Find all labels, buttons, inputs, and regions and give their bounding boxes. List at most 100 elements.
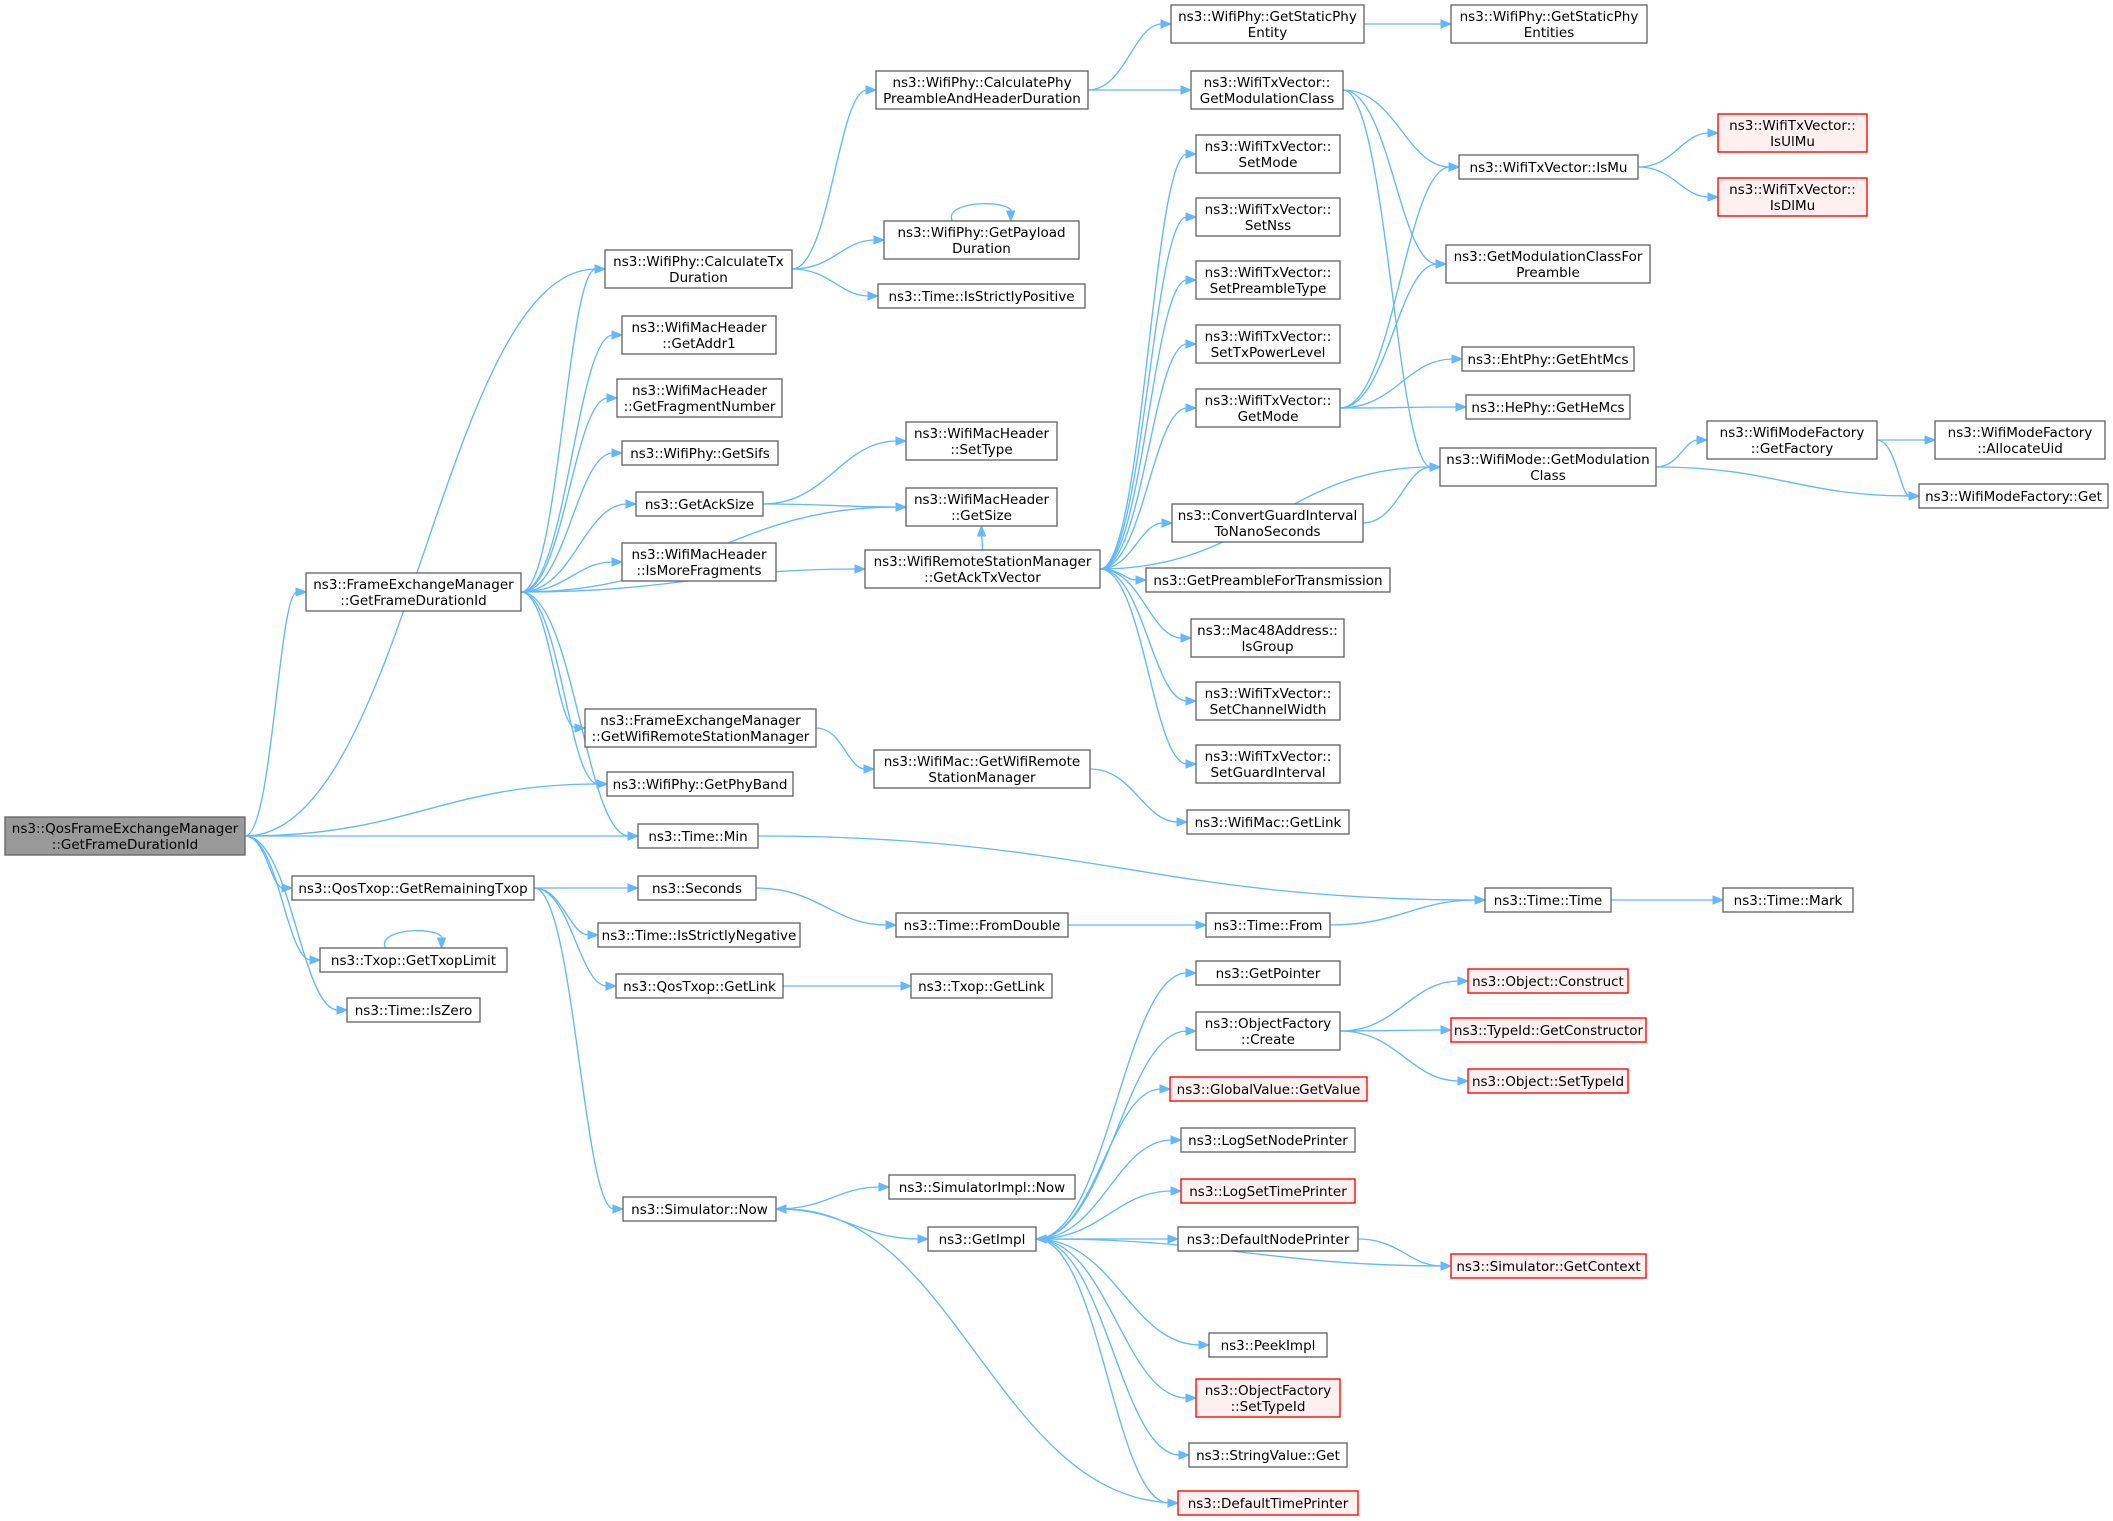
edge-phy_ctd-to-time_ispos	[791, 268, 870, 297]
node-tv_gmc[interactable]: ns3::WifiTxVector::GetModulationClass	[1190, 70, 1344, 110]
node-time_min[interactable]: ns3::Time::Min	[637, 823, 759, 849]
edge-root-to-fem_gfd	[244, 591, 298, 837]
node-deftimeprinter[interactable]: ns3::DefaultTimePrinter	[1177, 1490, 1359, 1516]
node-txop_gtl[interactable]: ns3::Txop::GetTxopLimit	[319, 947, 508, 973]
node-box	[305, 572, 522, 612]
node-box	[1458, 154, 1639, 180]
node-peekimpl[interactable]: ns3::PeekImpl	[1208, 1332, 1328, 1358]
node-time_iszero[interactable]: ns3::Time::IsZero	[346, 997, 481, 1023]
node-phy_cphd[interactable]: ns3::WifiPhy::CalculatePhyPreambleAndHea…	[875, 70, 1089, 110]
node-obj_construct[interactable]: ns3::Object::Construct	[1467, 968, 1629, 994]
node-tv_setpt[interactable]: ns3::WifiTxVector::SetPreambleType	[1195, 260, 1341, 300]
node-mac_imf[interactable]: ns3::WifiMacHeader::IsMoreFragments	[621, 542, 777, 582]
edge-getimpl-to-logsettime	[1035, 1190, 1173, 1240]
node-box	[1918, 483, 2109, 509]
node-time_mark[interactable]: ns3::Time::Mark	[1722, 887, 1854, 913]
node-mac_getsize[interactable]: ns3::WifiMacHeader::GetSize	[905, 487, 1058, 527]
node-eht_getmcs[interactable]: ns3::EhtPhy::GetEhtMcs	[1461, 346, 1635, 372]
node-logsettime[interactable]: ns3::LogSetTimePrinter	[1180, 1178, 1356, 1204]
edge-wmac_gwrsm-to-wmac_getlink	[1089, 768, 1179, 823]
node-mac_gfn[interactable]: ns3::WifiMacHeader::GetFragmentNumber	[616, 378, 783, 418]
node-wmf_get[interactable]: ns3::WifiModeFactory::Get	[1918, 483, 2109, 509]
node-mac_gaddr1[interactable]: ns3::WifiMacHeader::GetAddr1	[621, 315, 777, 355]
node-getacksize[interactable]: ns3::GetAckSize	[635, 491, 764, 517]
node-sv_get[interactable]: ns3::StringValue::Get	[1188, 1442, 1348, 1468]
node-box	[1190, 618, 1345, 658]
node-time_from[interactable]: ns3::Time::From	[1205, 912, 1331, 938]
node-mac48_isgroup[interactable]: ns3::Mac48Address::IsGroup	[1190, 618, 1345, 658]
node-obj_settypeid[interactable]: ns3::Object::SetTypeId	[1467, 1068, 1629, 1094]
node-he_getmcs[interactable]: ns3::HePhy::GetHeMcs	[1465, 394, 1631, 420]
node-qos_getlink[interactable]: ns3::QosTxop::GetLink	[615, 973, 784, 999]
node-gv_getvalue[interactable]: ns3::GlobalValue::GetValue	[1169, 1076, 1368, 1102]
node-label: ::GetFrameDurationId	[340, 593, 486, 609]
node-typeid_getctor[interactable]: ns3::TypeId::GetConstructor	[1450, 1017, 1647, 1043]
node-tv_setgi[interactable]: ns3::WifiTxVector::SetGuardInterval	[1195, 744, 1341, 784]
node-box	[1706, 420, 1878, 460]
node-box	[1195, 134, 1341, 174]
node-of_create[interactable]: ns3::ObjectFactory::Create	[1195, 1011, 1341, 1051]
node-wm_gmc[interactable]: ns3::WifiMode::GetModulationClass	[1439, 447, 1657, 487]
edge-time_min-to-time_time	[757, 835, 1477, 901]
node-mac_settype[interactable]: ns3::WifiMacHeader::SetType	[905, 421, 1058, 461]
node-label: ns3::WifiPhy::GetStaticPhy	[1460, 9, 1639, 25]
node-tv_setmode[interactable]: ns3::WifiTxVector::SetMode	[1195, 134, 1341, 174]
node-wmac_gwrsm[interactable]: ns3::WifiMac::GetWifiRemoteStationManage…	[873, 749, 1091, 789]
node-simimpl_now[interactable]: ns3::SimulatorImpl::Now	[888, 1174, 1076, 1200]
node-wmf_allocuid[interactable]: ns3::WifiModeFactory::AllocateUid	[1934, 420, 2106, 460]
node-label: ns3::GetAckSize	[645, 497, 754, 513]
node-wmac_getlink[interactable]: ns3::WifiMac::GetLink	[1186, 809, 1350, 835]
node-getpointer[interactable]: ns3::GetPointer	[1195, 960, 1341, 986]
node-box	[1195, 681, 1341, 721]
node-root[interactable]: ns3::QosFrameExchangeManager::GetFrameDu…	[4, 816, 246, 856]
node-box	[1195, 1378, 1341, 1418]
node-box	[1177, 1226, 1359, 1252]
node-defnodeprinter[interactable]: ns3::DefaultNodePrinter	[1177, 1226, 1359, 1252]
arrowhead-time_fromdouble-to-time_from	[1195, 920, 1208, 930]
node-tv_isulmu[interactable]: ns3::WifiTxVector::IsUlMu	[1717, 113, 1868, 153]
node-phy_gpb[interactable]: ns3::WifiPhy::GetPhyBand	[606, 771, 794, 797]
node-logsetnode[interactable]: ns3::LogSetNodePrinter	[1180, 1127, 1356, 1153]
arrowhead-qos_getlink-to-txop_getlink	[900, 981, 913, 991]
edge-phy_gpd-to-phy_gpd	[950, 203, 1013, 222]
node-tv_settpl[interactable]: ns3::WifiTxVector::SetTxPowerLevel	[1195, 324, 1341, 364]
node-tv_ismu[interactable]: ns3::WifiTxVector::IsMu	[1458, 154, 1639, 180]
node-wmf_getfactory[interactable]: ns3::WifiModeFactory::GetFactory	[1706, 420, 1878, 460]
node-tv_isdlmu[interactable]: ns3::WifiTxVector::IsDlMu	[1717, 177, 1868, 217]
node-rsm_gatv[interactable]: ns3::WifiRemoteStationManager::GetAckTxV…	[864, 549, 1101, 589]
arrowhead-getimpl-to-defnodeprinter	[1167, 1234, 1180, 1244]
node-box	[1169, 1076, 1368, 1102]
node-box	[1195, 324, 1341, 364]
node-label: ns3::WifiTxVector::	[1205, 393, 1332, 409]
node-phy_gsifs[interactable]: ns3::WifiPhy::GetSifs	[621, 440, 779, 466]
node-time_time[interactable]: ns3::Time::Time	[1484, 887, 1612, 913]
node-txop_getlink[interactable]: ns3::Txop::GetLink	[910, 973, 1053, 999]
node-tv_setcw[interactable]: ns3::WifiTxVector::SetChannelWidth	[1195, 681, 1341, 721]
node-tv_getmode[interactable]: ns3::WifiTxVector::GetMode	[1195, 388, 1341, 428]
node-label: IsUlMu	[1770, 134, 1815, 150]
node-of_settypeid[interactable]: ns3::ObjectFactory::SetTypeId	[1195, 1378, 1341, 1418]
node-box	[621, 440, 779, 466]
node-qos_grt[interactable]: ns3::QosTxop::GetRemainingTxop	[291, 875, 535, 901]
node-getimpl[interactable]: ns3::GetImpl	[927, 1226, 1037, 1252]
node-box	[1177, 1490, 1359, 1516]
node-seconds[interactable]: ns3::Seconds	[637, 875, 757, 901]
node-time_ispos[interactable]: ns3::Time::IsStrictlyPositive	[877, 283, 1086, 309]
node-box	[346, 997, 481, 1023]
edge-qos_grt-to-qos_getlink	[533, 887, 608, 987]
node-tv_setnss[interactable]: ns3::WifiTxVector::SetNss	[1195, 197, 1341, 237]
node-fem_gfd[interactable]: ns3::FrameExchangeManager::GetFrameDurat…	[305, 572, 522, 612]
node-label: ::GetSize	[951, 508, 1012, 524]
node-sim_getcontext[interactable]: ns3::Simulator::GetContext	[1450, 1253, 1647, 1279]
node-gpft[interactable]: ns3::GetPreambleForTransmission	[1145, 567, 1391, 593]
node-time_fromdouble[interactable]: ns3::Time::FromDouble	[895, 912, 1069, 938]
node-time_isneg[interactable]: ns3::Time::IsStrictlyNegative	[597, 922, 801, 948]
node-fem_gwrsm[interactable]: ns3::FrameExchangeManager::GetWifiRemote…	[584, 708, 817, 748]
node-sim_now[interactable]: ns3::Simulator::Now	[622, 1196, 777, 1222]
